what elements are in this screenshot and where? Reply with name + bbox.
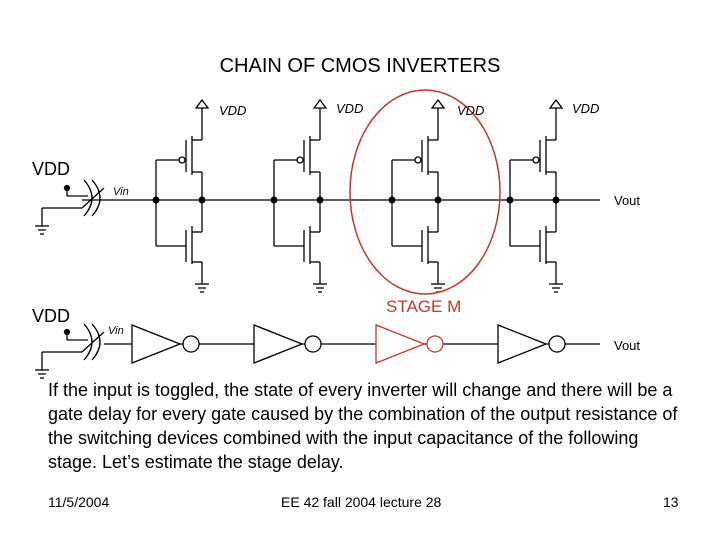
toggle-switch-arc-1 bbox=[83, 179, 93, 217]
inverter-gate-stage-m bbox=[375, 324, 444, 364]
slide-body-text: If the input is toggled, the state of ev… bbox=[48, 380, 678, 472]
supply-label-stage-2: VDD bbox=[336, 101, 364, 116]
supply-label-stage-4: VDD bbox=[572, 101, 600, 116]
inverter-bubble bbox=[182, 335, 200, 353]
toggle-switch-arc-1 bbox=[83, 323, 93, 361]
inverter-stage-2 bbox=[270, 98, 328, 293]
input-label-bottom: Vin bbox=[108, 325, 124, 337]
inverter-bubble bbox=[548, 335, 566, 353]
footer-course: EE 42 fall 2004 lecture 28 bbox=[281, 494, 442, 510]
supply-label-stage-3: VDD bbox=[457, 103, 485, 118]
inverter-stage-4 bbox=[506, 98, 564, 293]
toggle-switch-blade bbox=[81, 331, 105, 353]
vdd-supply-arrow bbox=[312, 98, 328, 109]
pmos-gate-bubble bbox=[532, 156, 540, 164]
inverter-triangle bbox=[375, 324, 426, 364]
toggle-switch-arc-2 bbox=[91, 323, 101, 361]
inverter-bubble bbox=[426, 335, 444, 353]
inverter-gate-4 bbox=[497, 324, 566, 364]
output-label-top: Vout bbox=[614, 193, 641, 208]
toggle-input-source-top bbox=[35, 179, 105, 235]
inverter-bubble bbox=[304, 335, 322, 353]
inverter-gate-1 bbox=[131, 324, 200, 364]
slide-title: CHAIN OF CMOS INVERTERS bbox=[219, 55, 501, 77]
source-supply-label-top: VDD bbox=[32, 159, 71, 179]
toggle-switch-arc-2 bbox=[91, 179, 101, 217]
toggle-input-source-bottom bbox=[35, 323, 105, 379]
pmos-gate-bubble bbox=[178, 156, 186, 164]
source-supply-label-bottom: VDD bbox=[32, 306, 71, 326]
vdd-supply-arrow bbox=[194, 98, 210, 109]
footer-page-number: 13 bbox=[663, 494, 679, 510]
toggle-switch-blade bbox=[81, 187, 105, 209]
inverter-triangle bbox=[253, 324, 304, 364]
supply-label-stage-1: VDD bbox=[219, 103, 247, 118]
inverter-triangle bbox=[131, 324, 182, 364]
output-label-bottom: Vout bbox=[614, 338, 641, 353]
stage-m-highlight-ellipse bbox=[349, 89, 501, 295]
vdd-supply-arrow bbox=[548, 98, 564, 109]
inverter-stage-3 bbox=[388, 98, 446, 293]
pmos-gate-bubble bbox=[414, 156, 422, 164]
stage-m-label: STAGE M bbox=[386, 297, 462, 316]
inverter-triangle bbox=[497, 324, 548, 364]
pmos-gate-bubble bbox=[296, 156, 304, 164]
footer-date: 11/5/2004 bbox=[48, 494, 110, 510]
vdd-supply-arrow bbox=[430, 98, 446, 109]
inverter-gate-2 bbox=[253, 324, 322, 364]
input-label-top: Vin bbox=[113, 186, 129, 198]
inverter-stage-1 bbox=[152, 98, 210, 293]
